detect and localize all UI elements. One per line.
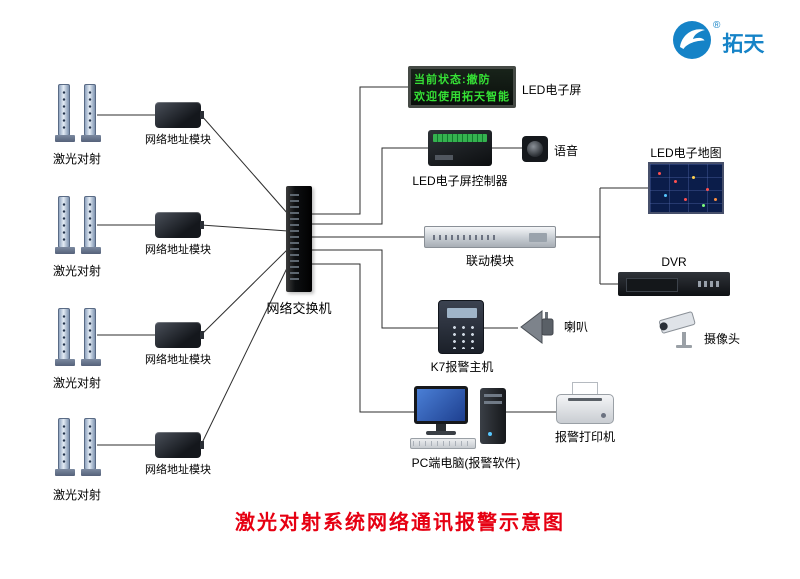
laser-detector-pair-3 bbox=[55, 308, 102, 370]
wire bbox=[200, 265, 289, 446]
pc-keyboard bbox=[410, 438, 476, 449]
cctv-camera-icon bbox=[658, 311, 696, 348]
led-screen-label: LED电子屏 bbox=[522, 83, 582, 97]
led-screen-controller bbox=[428, 130, 492, 166]
printer-label: 报警打印机 bbox=[554, 430, 615, 444]
laser-detector-pair-2 bbox=[55, 196, 102, 258]
printer-button bbox=[601, 413, 606, 418]
linkage-module bbox=[424, 226, 556, 248]
pc-monitor-screen bbox=[417, 389, 465, 421]
led-screen-status-line2: 欢迎使用拓天智能 bbox=[414, 90, 510, 103]
led-map-label: LED电子地图 bbox=[650, 146, 722, 160]
led-map-display bbox=[648, 162, 724, 214]
laser-tower-icon bbox=[81, 308, 101, 366]
led-screen-controller-label: LED电子屏控制器 bbox=[412, 174, 508, 188]
pc-tower bbox=[480, 388, 506, 444]
wire bbox=[312, 147, 428, 225]
wire bbox=[200, 114, 289, 215]
brand-logo: ® 拓天 bbox=[672, 20, 764, 60]
laser-tower-icon bbox=[55, 418, 75, 476]
laser-pair-label-3: 激光对射 bbox=[52, 376, 101, 390]
k7-display bbox=[447, 308, 477, 318]
voice-label: 语音 bbox=[554, 144, 579, 158]
linkage-module-label: 联动模块 bbox=[466, 254, 515, 268]
pc-monitor-stand bbox=[436, 424, 446, 431]
logo-icon bbox=[673, 21, 711, 59]
laser-detector-pair-4 bbox=[55, 418, 102, 480]
k7-keypad bbox=[448, 323, 476, 349]
network-address-module-2 bbox=[155, 212, 204, 238]
k7-alarm-host bbox=[438, 300, 484, 354]
brand-name: 拓天 bbox=[722, 33, 765, 56]
network-address-module-label-2: 网络地址模块 bbox=[145, 244, 211, 256]
network-address-module-label-1: 网络地址模块 bbox=[145, 134, 211, 146]
wire bbox=[312, 86, 408, 215]
network-address-module-label-3: 网络地址模块 bbox=[145, 354, 211, 366]
network-address-module-3 bbox=[155, 322, 204, 348]
laser-tower-icon bbox=[81, 196, 101, 254]
network-address-module-1 bbox=[155, 102, 204, 128]
wire bbox=[200, 248, 289, 336]
pc-monitor-base bbox=[426, 431, 456, 435]
laser-tower-icon bbox=[55, 308, 75, 366]
horn-label: 喇叭 bbox=[564, 320, 589, 334]
wire bbox=[312, 249, 438, 329]
laser-pair-label-2: 激光对射 bbox=[52, 264, 101, 278]
wire bbox=[312, 263, 414, 413]
voice-speaker-icon bbox=[522, 136, 548, 162]
network-switch bbox=[286, 186, 312, 292]
dvr-device bbox=[618, 272, 730, 296]
k7-alarm-host-label: K7报警主机 bbox=[430, 360, 494, 374]
network-address-module-label-4: 网络地址模块 bbox=[145, 464, 211, 476]
pc-monitor bbox=[414, 386, 468, 424]
network-address-module-4 bbox=[155, 432, 204, 458]
laser-tower-icon bbox=[55, 84, 75, 142]
led-screen: 当前状态:撤防 欢迎使用拓天智能 bbox=[408, 66, 516, 108]
laser-tower-icon bbox=[81, 84, 101, 142]
laser-pair-label-4: 激光对射 bbox=[52, 488, 101, 502]
wire bbox=[200, 224, 289, 232]
network-switch-label: 网络交换机 bbox=[266, 301, 332, 316]
pc-label: PC端电脑(报警软件) bbox=[411, 456, 521, 470]
laser-tower-icon bbox=[55, 196, 75, 254]
diagram-title: 激光对射系统网络通讯报警示意图 bbox=[235, 512, 565, 534]
laser-detector-pair-1 bbox=[55, 84, 102, 146]
registered-mark: ® bbox=[713, 20, 721, 31]
alarm-printer bbox=[556, 382, 614, 426]
horn-speaker-icon bbox=[520, 309, 554, 345]
printer-slot bbox=[568, 398, 602, 401]
laser-tower-icon bbox=[81, 418, 101, 476]
laser-pair-label-1: 激光对射 bbox=[52, 152, 101, 166]
dvr-label: DVR bbox=[661, 255, 687, 269]
led-screen-status-line1: 当前状态:撤防 bbox=[414, 73, 491, 86]
camera-label: 摄像头 bbox=[704, 332, 741, 346]
